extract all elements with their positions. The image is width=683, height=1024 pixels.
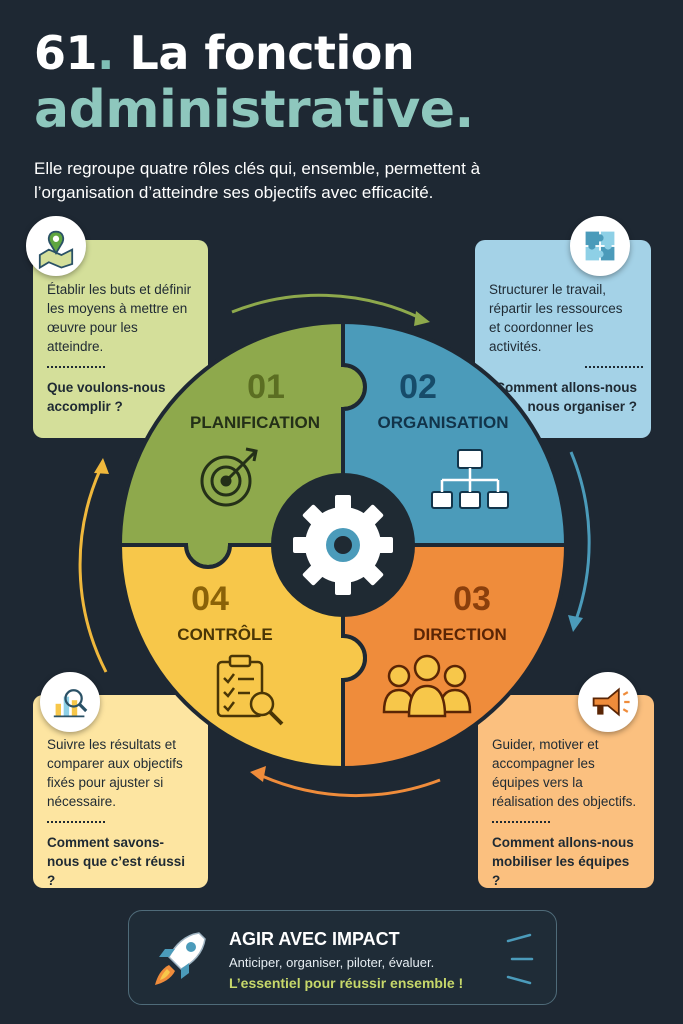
card-question: Que voulons-nous accomplir ? <box>47 380 166 414</box>
team-icon <box>382 654 472 718</box>
motion-lines-icon <box>506 933 534 985</box>
card-icon-controle <box>40 672 100 732</box>
page-subtitle: Elle regroupe quatre rôles clés qui, ens… <box>34 159 481 202</box>
puzzle-icon <box>585 231 615 261</box>
card-description: Établir les buts et définir les moyens à… <box>47 282 192 354</box>
card-separator <box>492 821 550 823</box>
rocket-icon <box>155 932 206 985</box>
card-description: Structurer le travail, répartir les ress… <box>489 282 623 354</box>
card-question: Comment allons-nous mobiliser les équipe… <box>492 835 634 888</box>
cycle-arrowhead-top <box>414 311 430 326</box>
card-separator <box>47 821 105 823</box>
cycle-arrow-bottom <box>261 774 441 798</box>
gear-icon <box>293 495 393 595</box>
cycle-arrow-top <box>231 293 421 320</box>
card-separator <box>585 366 643 368</box>
map-pin-icon <box>38 230 74 270</box>
cycle-arrow-left <box>78 469 108 673</box>
cycle-arrowhead-right <box>568 615 583 632</box>
role-name-direction: DIRECTION <box>413 625 507 644</box>
quadrant-organisation <box>341 319 569 547</box>
chart-magnifier-icon <box>53 689 88 718</box>
checklist-magnifier-icon <box>216 654 284 726</box>
title-line-1-text: La fonction <box>114 26 415 80</box>
banner-title: AGIR AVEC IMPACT <box>229 929 400 949</box>
cycle-arrow-right <box>569 451 591 621</box>
title-line-2: administrative. <box>34 80 474 140</box>
megaphone-icon <box>592 687 630 717</box>
role-name-controle: CONTRÔLE <box>177 625 272 644</box>
page-title: 61. La fonction administrative. <box>34 30 474 136</box>
cycle-arrowhead-bottom <box>250 766 266 782</box>
card-description: Suivre les résultats et comparer aux obj… <box>47 737 183 809</box>
role-number-01: 01 <box>247 368 285 406</box>
title-dot: . <box>97 26 114 80</box>
role-name-organisation: ORGANISATION <box>378 413 509 432</box>
card-question: Comment allons-nous nous organiser ? <box>495 380 637 414</box>
card-question: Comment savons-nous que c’est réussi ? <box>47 835 186 888</box>
card-icon-direction <box>578 672 638 732</box>
card-icon-organisation <box>570 216 630 276</box>
cycle-arrowhead-left <box>94 458 109 474</box>
card-planification: Établir les buts et définir les moyens à… <box>33 240 208 438</box>
banner-subtitle: Anticiper, organiser, piloter, évaluer. <box>229 955 435 970</box>
role-number-02: 02 <box>399 368 437 406</box>
title-number: 61 <box>34 26 98 80</box>
card-description: Guider, motiver et accompagner les équip… <box>492 737 637 809</box>
org-chart-icon <box>431 449 509 509</box>
role-name-planification: PLANIFICATION <box>190 413 320 432</box>
role-number-04: 04 <box>191 580 229 618</box>
target-icon <box>200 447 258 507</box>
card-separator <box>47 366 105 368</box>
card-icon-planification <box>26 216 86 276</box>
impact-banner: AGIR AVEC IMPACT Anticiper, organiser, p… <box>128 910 557 1005</box>
role-number-03: 03 <box>453 580 491 618</box>
title-line-1: 61. La fonction <box>34 30 474 76</box>
banner-tagline: L’essentiel pour réussir ensemble ! <box>229 975 464 991</box>
